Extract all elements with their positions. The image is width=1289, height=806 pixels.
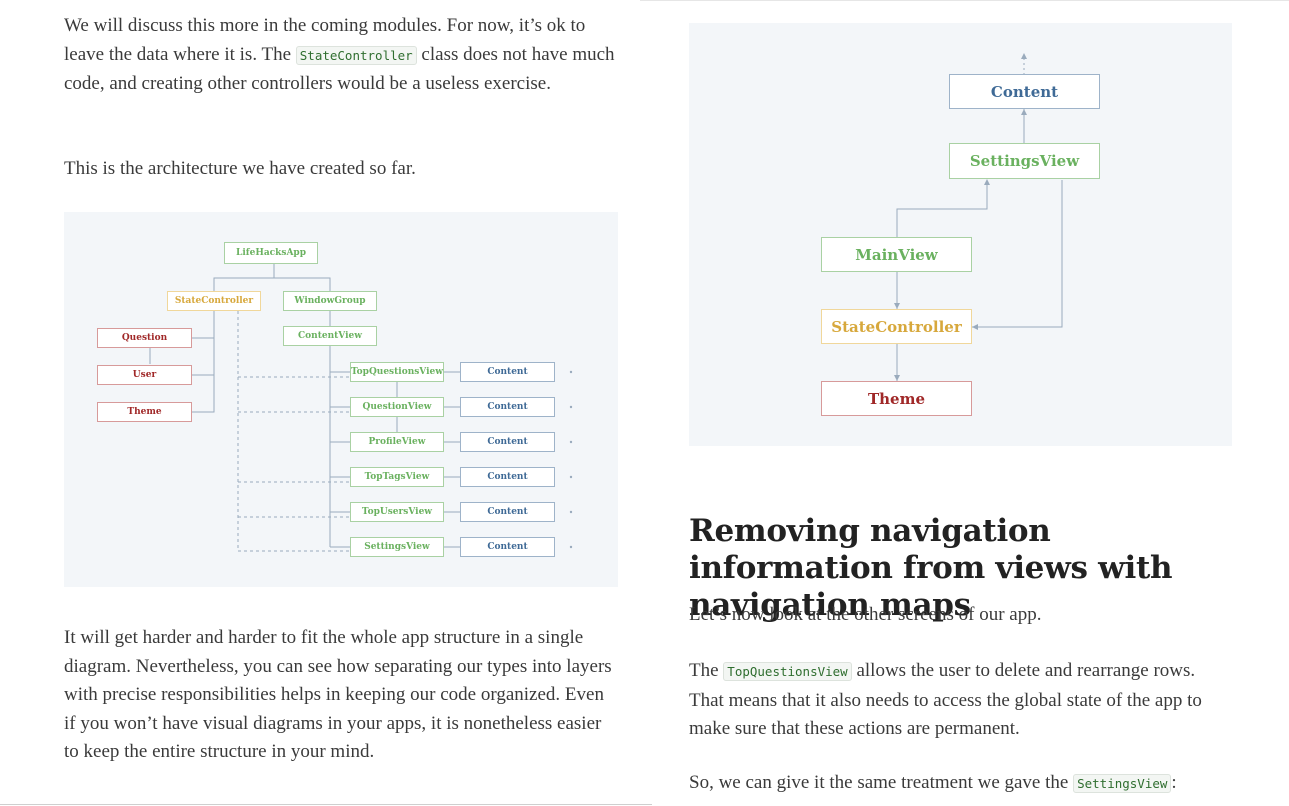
node-questionview: QuestionView [350, 397, 444, 417]
paragraph-intro: We will discuss this more in the coming … [64, 15, 615, 95]
node-question: Question [97, 328, 192, 348]
node-topusersview: TopUsersView [350, 502, 444, 522]
node-toptagsview: TopTagsView [350, 467, 444, 487]
paragraph-other-screens: Let’s now look at the other screens of o… [689, 604, 1042, 625]
node-content-3: Content [460, 432, 555, 452]
top-border [640, 0, 1289, 1]
node-mainview: MainView [821, 237, 972, 272]
settings-diagram: Content SettingsView MainView StateContr… [689, 23, 1232, 446]
node-profileview: ProfileView [350, 432, 444, 452]
node-content-1: Content [460, 362, 555, 382]
node-content-6: Content [460, 537, 555, 557]
page-divider [0, 804, 652, 805]
diagram1-connectors [149, 264, 573, 552]
node-statecontroller: StateController [821, 309, 972, 344]
paragraph-treatment: So, we can give it the same treatment we… [689, 772, 1177, 793]
paragraph-architecture: This is the architecture we have created… [64, 158, 416, 179]
node-theme: Theme [821, 381, 972, 416]
diagram2-connectors [894, 53, 1063, 381]
node-content: Content [949, 74, 1100, 109]
node-content-2: Content [460, 397, 555, 417]
node-user: User [97, 365, 192, 385]
node-content-5: Content [460, 502, 555, 522]
node-settingsview: SettingsView [949, 143, 1100, 179]
node-topquestionsview: TopQuestionsView [350, 362, 444, 382]
node-settingsview: SettingsView [350, 537, 444, 557]
code-topquestionsview: TopQuestionsView [723, 662, 852, 681]
architecture-diagram: LifeHacksApp StateController WindowGroup… [64, 212, 618, 587]
code-settingsview: SettingsView [1073, 774, 1172, 793]
node-lifehacksapp: LifeHacksApp [224, 242, 318, 264]
section-heading: Removing navigation information from vie… [689, 513, 1173, 623]
node-windowgroup: WindowGroup [283, 291, 377, 311]
code-state-controller: StateController [295, 45, 417, 65]
node-theme: Theme [97, 402, 192, 422]
node-contentview: ContentView [283, 326, 377, 346]
paragraph-summary: It will get harder and harder to fit the… [64, 627, 612, 763]
paragraph-topquestions: The TopQuestionsView allows the user to … [689, 660, 1202, 740]
node-content-4: Content [460, 467, 555, 487]
node-statecontroller: StateController [167, 291, 261, 311]
